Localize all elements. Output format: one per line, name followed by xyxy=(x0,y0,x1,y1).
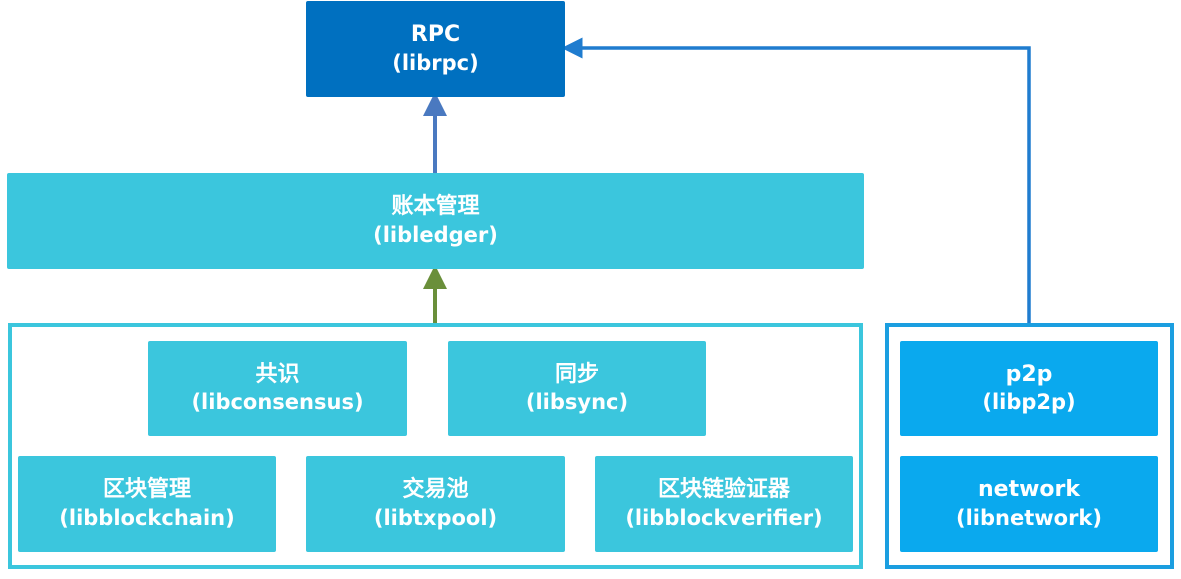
consensus-name: 共识 xyxy=(255,361,300,387)
ledger-node: 账本管理 (libledger) xyxy=(7,173,864,269)
ledger-name: 账本管理 xyxy=(391,194,480,220)
blockverifier-lib: (libblockverifier) xyxy=(625,505,823,530)
blockchain-name: 区块管理 xyxy=(102,477,191,503)
blockchain-lib: (libblockchain) xyxy=(59,505,235,530)
sync-name: 同步 xyxy=(554,361,599,387)
rpc-node: RPC (librpc) xyxy=(306,1,565,97)
txpool-node: 交易池 (libtxpool) xyxy=(306,456,565,552)
core-modules-frame xyxy=(8,323,863,569)
blockchain-node: 区块管理 (libblockchain) xyxy=(18,456,276,552)
txpool-name: 交易池 xyxy=(402,477,469,503)
sync-node: 同步 (libsync) xyxy=(448,341,706,436)
blockverifier-node: 区块链验证器 (libblockverifier) xyxy=(595,456,853,552)
p2p-name: p2p xyxy=(1005,361,1053,387)
blockverifier-name: 区块链验证器 xyxy=(657,477,790,503)
consensus-lib: (libconsensus) xyxy=(191,390,364,415)
network-name: network xyxy=(977,477,1081,503)
txpool-lib: (libtxpool) xyxy=(373,505,498,530)
consensus-node: 共识 (libconsensus) xyxy=(148,341,407,436)
network-node: network (libnetwork) xyxy=(900,456,1158,552)
arrow-network-to-rpc xyxy=(561,37,1031,325)
network-modules-frame xyxy=(885,323,1174,569)
sync-lib: (libsync) xyxy=(525,390,629,415)
ledger-lib: (libledger) xyxy=(373,222,498,247)
p2p-lib: (libp2p) xyxy=(982,390,1076,415)
network-lib: (libnetwork) xyxy=(955,505,1102,530)
p2p-node: p2p (libp2p) xyxy=(900,341,1158,436)
rpc-lib: (librpc) xyxy=(392,50,479,75)
rpc-name: RPC xyxy=(410,22,461,48)
